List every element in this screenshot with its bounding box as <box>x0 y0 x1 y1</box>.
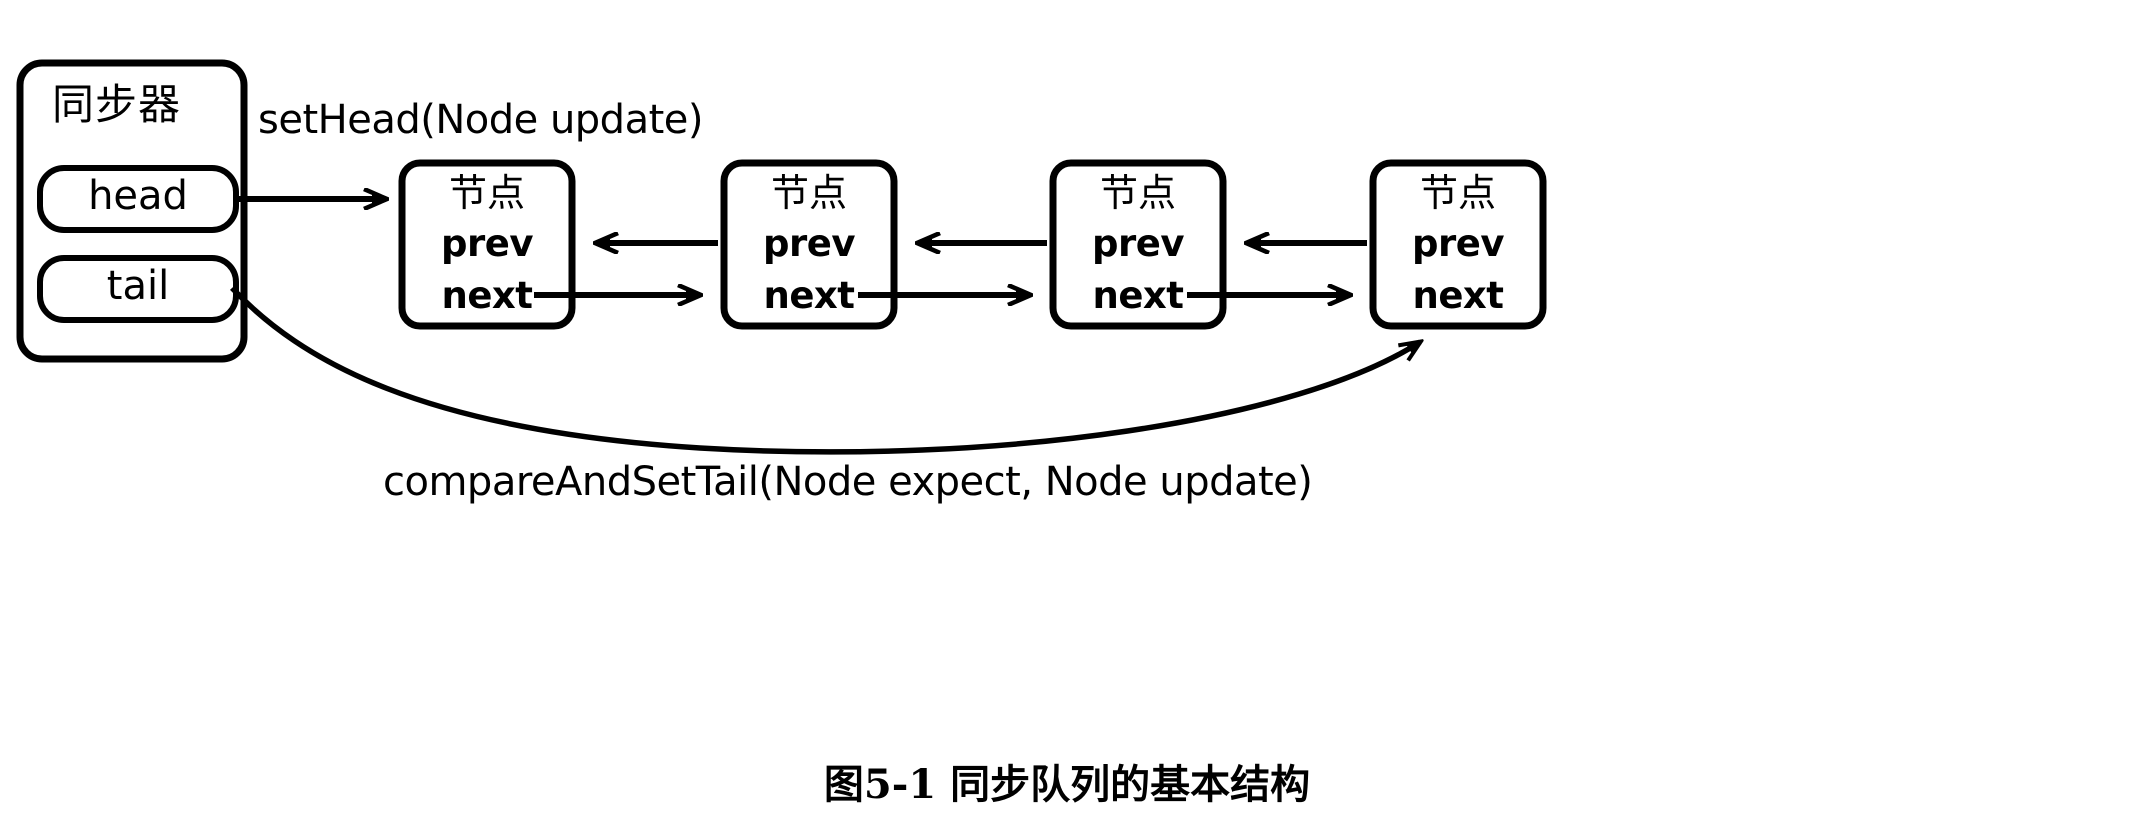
figure-caption: 图5-1 同步队列的基本结构 <box>823 761 1311 808</box>
node-2-next-label: next <box>763 274 856 317</box>
set-head-method-label: setHead(Node update) <box>258 97 703 143</box>
node-4-next-label: next <box>1412 274 1505 317</box>
node-3-next-label: next <box>1092 274 1185 317</box>
node-1-title: 节点 <box>448 171 525 215</box>
compare-and-set-tail-arrow <box>230 286 1420 455</box>
node-box-1 <box>398 159 576 330</box>
node-box-4 <box>1369 159 1547 330</box>
node-2-title: 节点 <box>770 171 847 215</box>
node-4-title: 节点 <box>1419 171 1496 215</box>
synchronizer-title: 同步器 <box>52 80 182 129</box>
node-1-prev-label: prev <box>441 222 533 265</box>
node-3-title: 节点 <box>1099 171 1176 215</box>
tail-field-label: tail <box>106 263 170 309</box>
node-box-3 <box>1049 159 1227 330</box>
node-3-prev-label: prev <box>1092 222 1184 265</box>
node-2-prev-label: prev <box>763 222 855 265</box>
head-field-label: head <box>88 173 188 219</box>
node-box-2 <box>720 159 898 330</box>
compare-and-set-tail-method-label: compareAndSetTail(Node expect, Node upda… <box>383 459 1313 505</box>
node-4-prev-label: prev <box>1412 222 1504 265</box>
node-1-next-label: next <box>441 274 534 317</box>
